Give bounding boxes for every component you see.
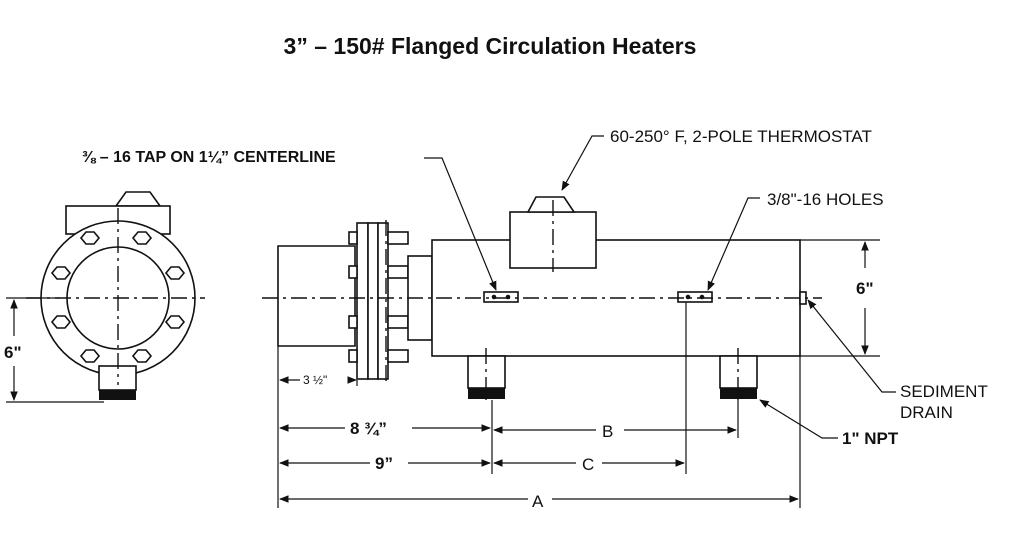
leader-tap (424, 157, 497, 291)
leader-sediment-drain (807, 299, 896, 393)
leader-thermostat (561, 135, 604, 191)
label-npt: 1" NPT (842, 429, 899, 448)
end-view-drain-thread (99, 390, 136, 400)
flange-plate-mid (367, 222, 379, 380)
end-view-drain-pipe (98, 365, 137, 391)
flange-bolts-right (387, 231, 409, 363)
flange-plate-right (377, 222, 389, 380)
end-view-thermostat-cap (114, 191, 162, 207)
nozzle-inlet-thread (468, 388, 505, 399)
dim-b: B (602, 422, 613, 441)
label-tap: ⅜ – 16 TAP ON 1¼” CENTERLINE (82, 149, 336, 166)
leader-holes (707, 197, 760, 291)
dim-c: C (582, 455, 594, 474)
terminal-housing (277, 245, 356, 347)
flange-plate-left (356, 222, 369, 380)
label-drain: DRAIN (900, 403, 953, 422)
flange-bolt-heads (50, 231, 186, 363)
dim-3-5: 3 ½" (303, 373, 327, 387)
diagram-title: 3” – 150# Flanged Circulation Heaters (284, 33, 697, 59)
dim-6-right: 6" (856, 279, 874, 298)
nozzle-outlet-thread (720, 388, 757, 399)
label-sediment: SEDIMENT (900, 382, 988, 401)
dim-9: 9” (375, 454, 393, 473)
dim-a: A (532, 492, 544, 511)
mounting-lug-left (483, 291, 519, 303)
leader-npt (759, 399, 838, 439)
dim-8-75: 8 ¾” (350, 419, 387, 438)
label-thermostat: 60-250° F, 2-POLE THERMOSTAT (610, 127, 872, 146)
thermostat-cap (526, 196, 576, 213)
dim-6-left: 6" (4, 343, 22, 362)
side-view (262, 135, 896, 508)
end-view (6, 191, 205, 403)
label-holes: 3/8"-16 HOLES (767, 190, 884, 209)
flange-bolts-left (348, 231, 358, 363)
mounting-lug-right (677, 291, 713, 303)
